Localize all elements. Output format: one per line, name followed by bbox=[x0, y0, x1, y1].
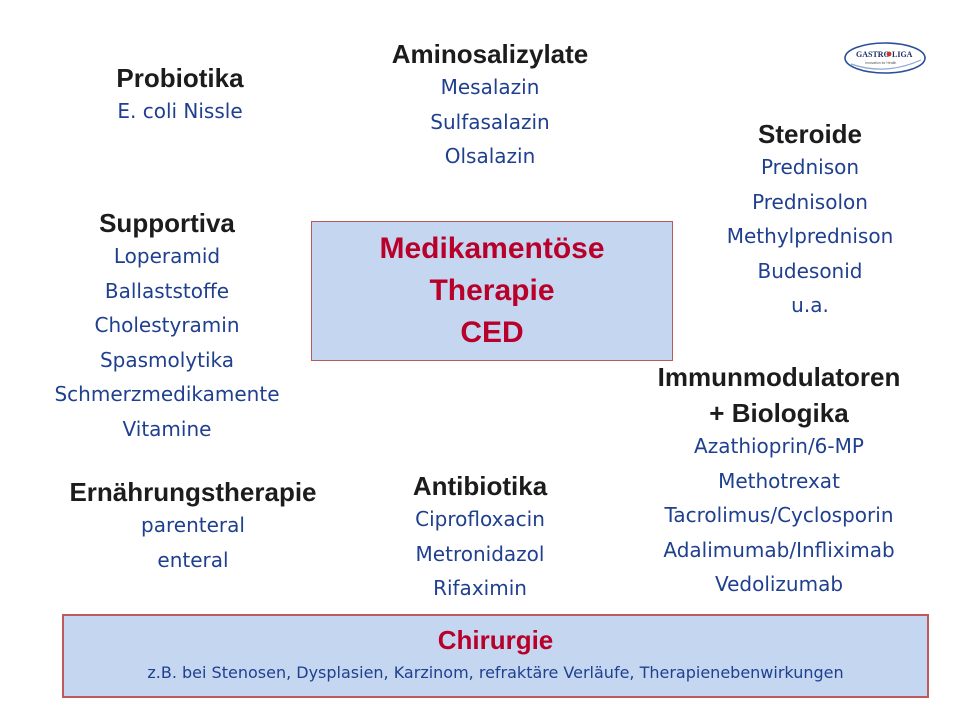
list-item: Metronidazol bbox=[415, 541, 545, 566]
center-title-line: Therapie bbox=[429, 274, 555, 307]
list-item: Methotrexat bbox=[718, 468, 840, 493]
center-topic-box: Medikamentöse Therapie CED bbox=[311, 221, 673, 361]
list-item: Budesonid bbox=[757, 258, 863, 283]
list-item: Rifaximin bbox=[433, 576, 527, 600]
list-item: Azathioprin/6-MP bbox=[694, 434, 864, 458]
list-item: Vedolizumab bbox=[714, 572, 844, 596]
list-item: Loperamid bbox=[113, 244, 221, 268]
group-title: Ernährungstherapie bbox=[69, 477, 317, 507]
gastroliga-logo: GASTRO LIGA Innovation for Health bbox=[844, 42, 926, 74]
list-item: Vitamine bbox=[122, 416, 212, 441]
group-ernaehrungstherapie: Ernährungstherapie parenteral enteral bbox=[35, 476, 351, 577]
group-antibiotika: Antibiotika Ciprofloxacin Metronidazol R… bbox=[360, 470, 600, 606]
chirurgie-title: Chirurgie bbox=[437, 625, 554, 655]
group-aminosalizylate: Aminosalizylate Mesalazin Sulfasalazin O… bbox=[340, 38, 640, 174]
list-item: u.a. bbox=[791, 293, 829, 317]
chirurgie-box: Chirurgie z.B. bei Stenosen, Dysplasien,… bbox=[62, 614, 929, 698]
list-item: Cholestyramin bbox=[94, 313, 240, 337]
list-item: Adalimumab/Infliximab bbox=[663, 537, 895, 562]
group-immunmodulatoren: Immunmodulatoren + Biologika Azathioprin… bbox=[610, 361, 948, 602]
chirurgie-subtitle: z.B. bei Stenosen, Dysplasien, Karzinom,… bbox=[147, 663, 844, 682]
group-title: Supportiva bbox=[99, 208, 235, 238]
group-steroide: Steroide Prednison Prednisolon Methylpre… bbox=[680, 118, 940, 323]
list-item: Schmerzmedikamente bbox=[54, 382, 280, 406]
list-item: Mesalazin bbox=[440, 75, 540, 99]
group-title: Aminosalizylate bbox=[391, 39, 589, 69]
list-item: Methylprednison bbox=[726, 224, 894, 248]
list-item: Ciprofloxacin bbox=[415, 507, 545, 531]
list-item: Prednisolon bbox=[752, 189, 868, 214]
list-item: enteral bbox=[157, 547, 229, 572]
group-title: Steroide bbox=[757, 119, 863, 149]
group-title: Probiotika bbox=[116, 63, 244, 93]
group-supportiva: Supportiva Loperamid Ballaststoffe Chole… bbox=[22, 207, 312, 446]
center-title-line: CED bbox=[460, 316, 524, 349]
list-item: Olsalazin bbox=[444, 144, 536, 168]
list-item: Sulfasalazin bbox=[430, 109, 550, 134]
list-item: Prednison bbox=[760, 155, 860, 179]
list-item: parenteral bbox=[141, 513, 245, 537]
list-item: Ballaststoffe bbox=[104, 278, 230, 303]
group-probiotika: Probiotika E. coli Nissle bbox=[60, 62, 300, 129]
svg-text:Innovation for Health: Innovation for Health bbox=[865, 61, 896, 65]
list-item: E. coli Nissle bbox=[117, 99, 243, 123]
center-title-line: Medikamentöse bbox=[379, 232, 605, 265]
group-title: Immunmodulatoren bbox=[657, 362, 901, 392]
svg-text:LIGA: LIGA bbox=[892, 50, 913, 59]
list-item: Tacrolimus/Cyclosporin bbox=[664, 503, 894, 527]
list-item: Spasmolytika bbox=[99, 347, 235, 372]
svg-text:GASTRO: GASTRO bbox=[856, 50, 890, 59]
group-title: Antibiotika bbox=[412, 471, 548, 501]
group-title: + Biologika bbox=[709, 398, 849, 428]
